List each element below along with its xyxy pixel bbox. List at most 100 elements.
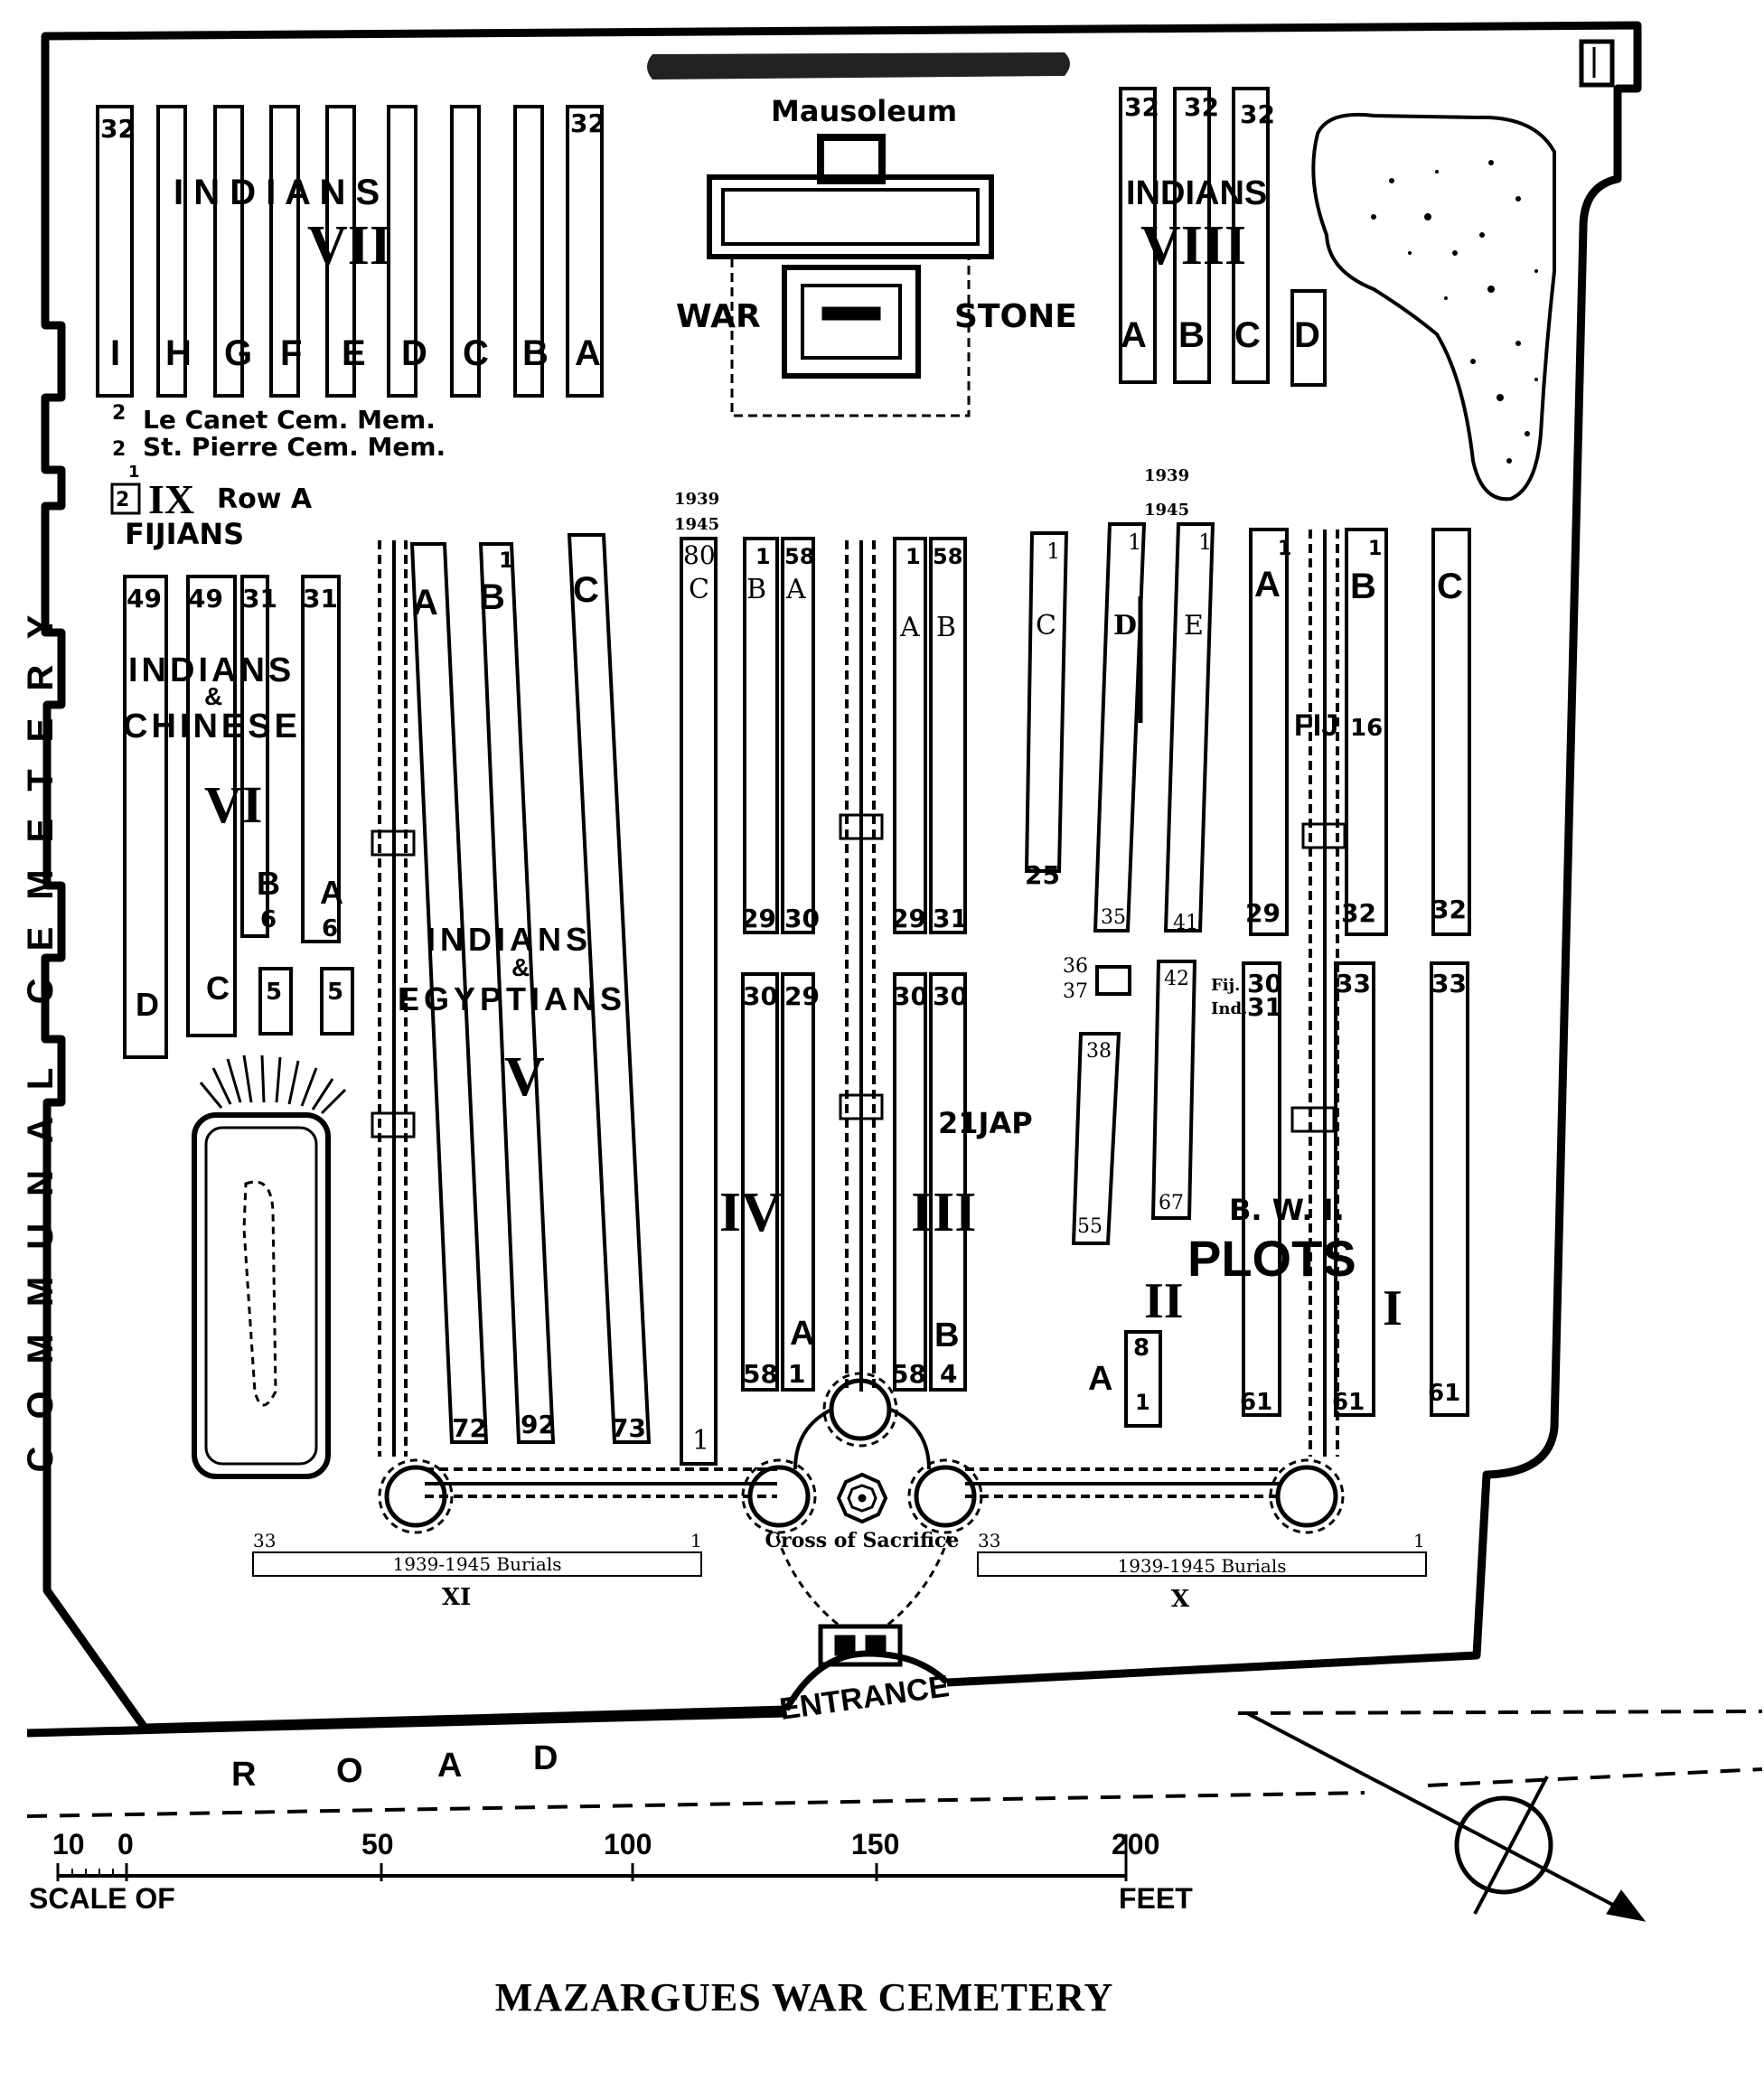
plot-i-c-33: 33 bbox=[1431, 969, 1467, 998]
plot-i-rows bbox=[1242, 528, 1471, 1417]
plot-ii-d-bottom: 35 bbox=[1101, 906, 1126, 929]
plot-vii-row-a: A bbox=[575, 333, 601, 373]
plot-ix-box bbox=[110, 483, 141, 515]
road-letter-r: R bbox=[231, 1756, 256, 1794]
plot-viii-rows bbox=[1119, 87, 1327, 387]
scale-tick-200: 200 bbox=[1112, 1828, 1159, 1860]
plot-v-bottom-b: 92 bbox=[521, 1410, 556, 1439]
cross-of-sacrifice-symbol bbox=[836, 1472, 888, 1524]
steps-hatching bbox=[199, 1054, 347, 1115]
plot-i-fij-num: 16 bbox=[1350, 715, 1383, 742]
north-arrow bbox=[1246, 1711, 1647, 1922]
plot-x-right: 1 bbox=[1413, 1530, 1425, 1551]
plot-iii-bot-right: 4 bbox=[940, 1359, 957, 1389]
plot-iii-low-left: 30 bbox=[893, 981, 928, 1011]
memorial-num-3: 2 bbox=[116, 489, 129, 511]
paths bbox=[371, 530, 1346, 1628]
plot-i-numeral: I bbox=[1383, 1280, 1403, 1336]
plot-ii-n37: 37 bbox=[1063, 980, 1088, 1003]
plot-vi-row-a: A bbox=[320, 874, 343, 911]
plot-i-plots-word: PLOTS bbox=[1187, 1230, 1356, 1287]
plot-vi-group-3: CHINESE bbox=[123, 708, 301, 745]
pond bbox=[192, 1112, 331, 1479]
plot-i-c-mid: 32 bbox=[1431, 895, 1467, 924]
plot-xi-left: 33 bbox=[253, 1530, 276, 1551]
cross-of-sacrifice-label: Cross of Sacrifice bbox=[765, 1529, 960, 1552]
plot-xi-box bbox=[252, 1551, 702, 1577]
plot-iv-row-c: C bbox=[689, 574, 709, 605]
plot-iii-jap: 21JAP bbox=[938, 1106, 1033, 1140]
plot-vii-row-i: I bbox=[110, 333, 120, 373]
plot-ii-row-d: D bbox=[1113, 610, 1137, 642]
plot-viii-top-2: 32 bbox=[1184, 92, 1219, 122]
memorial-num-one: 1 bbox=[128, 463, 140, 482]
plot-i-b-mid: 32 bbox=[1341, 898, 1376, 928]
plot-iv-rows bbox=[680, 537, 815, 1466]
plot-v-rows bbox=[409, 533, 652, 1444]
plot-ii-numeral: II bbox=[1144, 1273, 1184, 1329]
plot-iv-b-top: 1 bbox=[755, 544, 771, 569]
plot-ii-e-one: 1 bbox=[1198, 530, 1212, 555]
plot-vii-row-c: C bbox=[463, 333, 489, 373]
plot-i-fij-30: 30 bbox=[1247, 969, 1282, 998]
plot-x-numeral: X bbox=[1171, 1586, 1190, 1613]
plot-vii-numeral: VII bbox=[307, 215, 391, 276]
le-canet-memorial: Le Canet Cem. Mem. bbox=[143, 405, 436, 435]
plot-vi-top-3: 31 bbox=[242, 584, 277, 614]
map-title: MAZARGUES WAR CEMETERY bbox=[494, 1975, 1114, 2020]
plot-i-bot-c: 61 bbox=[1428, 1380, 1460, 1407]
rough-ground-stipple bbox=[1371, 160, 1538, 464]
plot-ii-n36: 36 bbox=[1063, 955, 1088, 978]
plot-iv-row-b: B bbox=[746, 574, 766, 605]
plot-ii-n55: 55 bbox=[1077, 1215, 1102, 1238]
plot-iv-c-top: 80 bbox=[683, 540, 716, 570]
plot-v-bottom-a: 72 bbox=[452, 1413, 487, 1443]
plot-iv-mid-right: 30 bbox=[784, 904, 820, 933]
scale-tick-10: 10 bbox=[52, 1828, 85, 1860]
plot-iii-mid-left: 29 bbox=[891, 904, 926, 933]
war-stone-left-label: WAR bbox=[676, 298, 761, 335]
plot-i-b-33: 33 bbox=[1336, 969, 1371, 998]
plot-ii-a-label: A bbox=[1088, 1360, 1112, 1398]
plot-i-one-b: 1 bbox=[1368, 538, 1382, 560]
plot-viii-top-1: 32 bbox=[1124, 92, 1159, 122]
plot-viii-row-c: C bbox=[1234, 315, 1261, 355]
plot-ii-e-bottom: 41 bbox=[1173, 912, 1198, 934]
plot-vi-group-2: & bbox=[204, 682, 222, 710]
plot-xi-numeral: XI bbox=[442, 1584, 471, 1611]
plot-viii-numeral: VIII bbox=[1140, 215, 1246, 276]
plot-i-one-a: 1 bbox=[1278, 538, 1291, 560]
plot-ii-years-top: 1939 bbox=[1144, 466, 1189, 485]
cemetery-boundary bbox=[41, 21, 1642, 1732]
plot-iii-low-right: 30 bbox=[933, 981, 968, 1011]
plot-vi-numeral: VI bbox=[204, 775, 262, 834]
plot-i-bot-a: 61 bbox=[1240, 1389, 1272, 1416]
plot-iii-bot-left: 58 bbox=[891, 1359, 926, 1389]
plot-iii-top-b: 58 bbox=[933, 544, 962, 569]
plot-ii-c-bottom: 25 bbox=[1025, 860, 1060, 890]
plot-vi-top-4: 31 bbox=[303, 584, 338, 614]
memorial-num-2: 2 bbox=[112, 438, 126, 461]
road-lines bbox=[26, 1709, 1763, 1818]
plot-v-row-b: B bbox=[479, 577, 505, 617]
plot-iv-c-bottom: 1 bbox=[692, 1425, 709, 1457]
plot-viii-row-a: A bbox=[1121, 315, 1147, 355]
plot-iv-row-a: A bbox=[785, 574, 806, 605]
plot-vi-five-a: 5 bbox=[266, 979, 282, 1006]
road-letter-a: A bbox=[437, 1747, 462, 1785]
plot-vi-group-1: INDIANS bbox=[128, 651, 295, 689]
plot-ii-row-e: E bbox=[1184, 610, 1204, 642]
plot-vi-b-num: 6 bbox=[260, 906, 277, 933]
plot-iii-row-a: A bbox=[899, 612, 920, 643]
scale-bar bbox=[56, 1834, 1128, 1881]
plot-iv-low-left: 30 bbox=[743, 981, 778, 1011]
plot-v-numeral: V bbox=[504, 1046, 545, 1108]
plot-vii-row-f: F bbox=[280, 333, 302, 373]
mausoleum-structure bbox=[707, 134, 994, 417]
plot-ii-n38: 38 bbox=[1086, 1040, 1112, 1063]
plot-v-bottom-c: 73 bbox=[611, 1413, 646, 1443]
rough-ground bbox=[1311, 112, 1556, 501]
plot-iii-row-b: B bbox=[936, 612, 956, 643]
entrance-label: ENTRANCE bbox=[777, 1669, 951, 1727]
plot-ix-numeral: IX bbox=[148, 476, 194, 522]
